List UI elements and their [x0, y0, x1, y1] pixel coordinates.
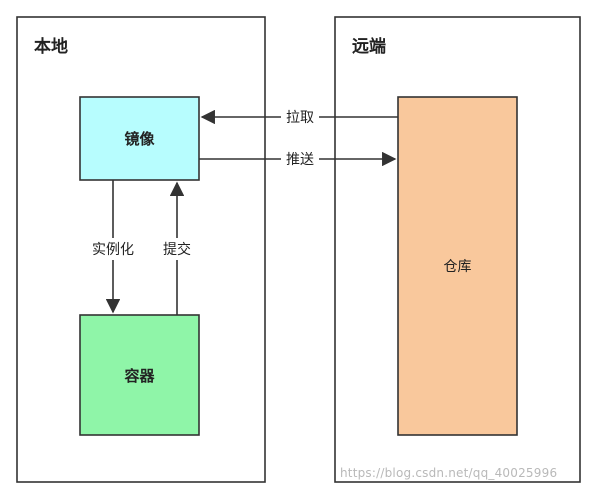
- image-node-label: 镜像: [124, 130, 155, 148]
- push-label-bg: [281, 147, 319, 169]
- image-node: [79, 96, 200, 181]
- commit-label-bg: [157, 238, 197, 260]
- local-title: 本地: [34, 36, 68, 57]
- pull-label: 拉取: [286, 110, 314, 126]
- repository-node-label: 仓库: [444, 259, 472, 275]
- instantiate-label: 实例化: [92, 242, 134, 258]
- pull-label-bg: [281, 105, 319, 127]
- container-node: [79, 314, 200, 436]
- remote-title: 远端: [352, 36, 386, 57]
- watermark: https://blog.csdn.net/qq_40025996: [340, 466, 558, 480]
- container-node-label: 容器: [123, 367, 155, 385]
- push-label: 推送: [286, 152, 314, 168]
- instantiate-label-bg: [85, 238, 141, 260]
- repository-node: [397, 96, 518, 436]
- commit-label: 提交: [163, 241, 191, 258]
